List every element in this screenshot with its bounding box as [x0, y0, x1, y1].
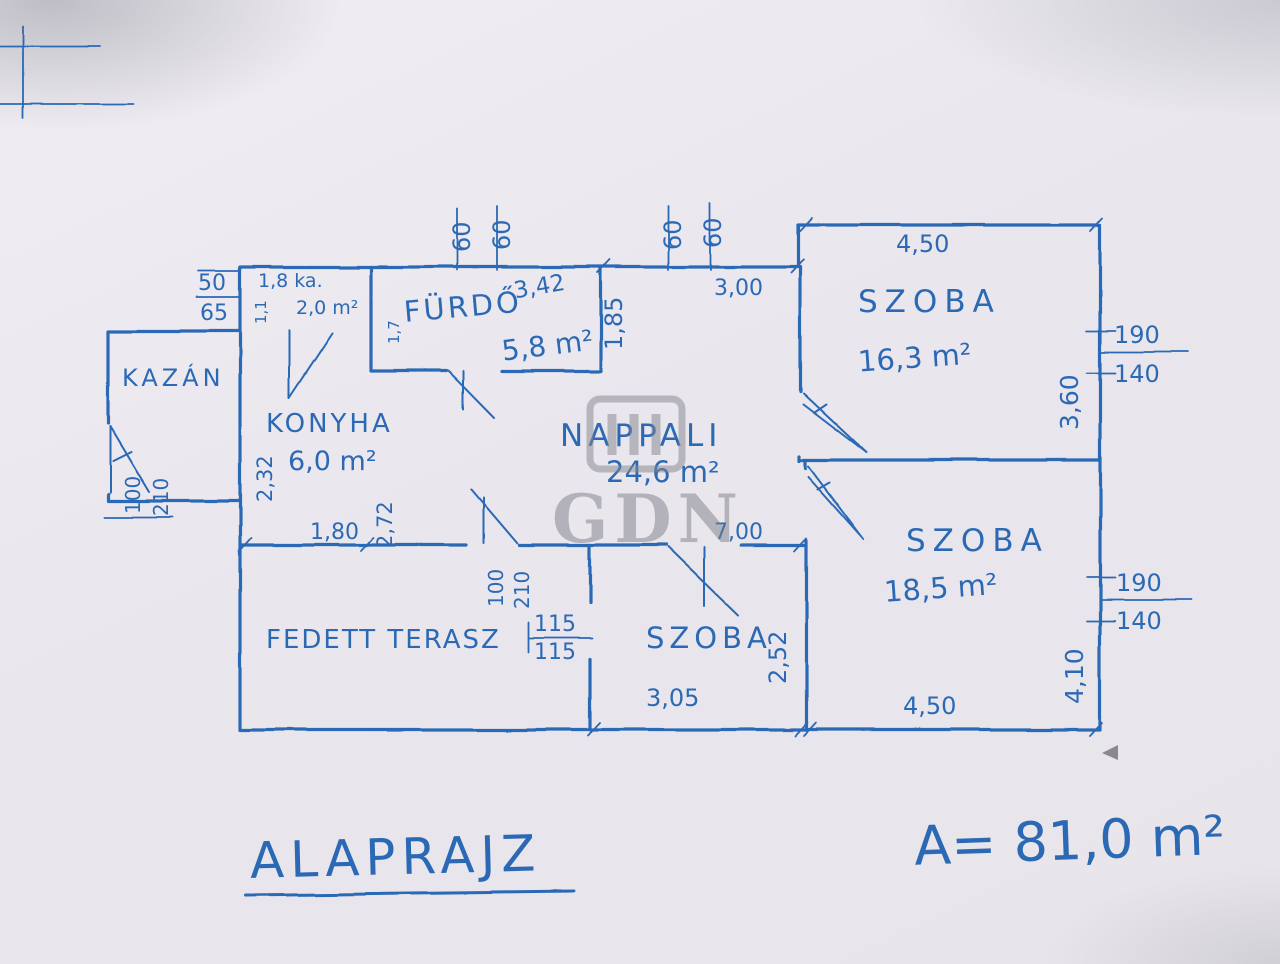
area-label-konyha: 6,0 m²: [288, 446, 377, 477]
dim-hall-depth: 2,72: [373, 501, 397, 548]
dim-wall-a: 50: [198, 271, 226, 296]
dim-door2-h: 210: [510, 571, 534, 609]
room-label-furdo: FÜRDŐ: [402, 285, 523, 329]
dim-szoba-bm-width: 3,05: [646, 684, 699, 712]
dimension-lines: [195, 217, 1103, 897]
door-szoba-bottom-right: [808, 465, 865, 540]
gdn-logo-icon: [586, 395, 686, 473]
dim-win60-d: 60: [699, 217, 727, 248]
dim-furdo-depth: 1,85: [600, 297, 628, 350]
dim-szoba-bm-depth: 2,52: [764, 631, 792, 684]
ruler-artifact: [0, 25, 134, 119]
text-labels: KAZÁN KONYHA 6,0 m² FÜRDŐ 5,8 m² NAPPALI…: [121, 217, 1226, 889]
dim-win60-b: 60: [488, 219, 516, 250]
door-szoba-bottom: [667, 546, 740, 617]
gdn-watermark: GDN: [552, 395, 744, 558]
gdn-logo-columns: [607, 414, 661, 455]
dim-door3-b: 115: [534, 640, 576, 665]
dim-furdo-width: 3,42: [512, 270, 567, 304]
scan-artifact: [1102, 745, 1118, 760]
area-label-furdo: 5,8 m²: [500, 324, 595, 368]
room-label-kazan: KAZÁN: [122, 363, 225, 392]
door-entry: [288, 330, 333, 399]
area-label-szoba-bottom-right: 18,5 m²: [883, 567, 999, 609]
gdn-watermark-text: GDN: [552, 480, 744, 558]
door-swings: [109, 330, 867, 617]
door-szoba-top-right: [802, 392, 867, 453]
total-area-label: A= 81,0 m²: [913, 804, 1226, 878]
dim-szoba-tr-width: 4,50: [896, 230, 949, 258]
walls: [106, 223, 1102, 732]
dim-konyha-depth: 2,32: [253, 455, 277, 502]
dim-small-b: 1,7: [385, 320, 403, 344]
dim-konyha-width: 1,80: [310, 520, 359, 545]
room-label-szoba-bottom-middle: SZOBA: [646, 621, 772, 655]
door-kazan: [109, 426, 150, 493]
dim-szoba-br-width: 4,50: [903, 692, 956, 720]
dim-win60-a: 60: [448, 221, 476, 252]
dim-nappali-window: 3,00: [714, 276, 763, 301]
room-label-terasz: FEDETT TERASZ: [266, 625, 501, 655]
room-label-szoba-top-right: SZOBA: [858, 284, 1001, 320]
dim-house-width: 7,00: [714, 520, 763, 545]
room-label-szoba-bottom-right: SZOBA: [906, 523, 1049, 559]
dim-szoba-br-depth: 4,10: [1060, 648, 1089, 704]
dim-door1-h: 210: [149, 478, 173, 516]
dim-szoba-tr-depth: 3,60: [1055, 374, 1084, 430]
door-terasz: [470, 488, 518, 544]
dim-window-r1-bottom: 140: [1114, 360, 1160, 388]
dim-window-r2-bottom: 140: [1116, 607, 1162, 635]
area-label-szoba-top-right: 16,3 m²: [857, 337, 973, 379]
entry-label: 1,8 ka.: [258, 270, 323, 292]
door-furdo: [447, 370, 495, 419]
drawing-title: ALAPRAJZ: [249, 824, 542, 890]
dim-window-r2-top: 190: [1116, 569, 1162, 597]
dim-window-r1-top: 190: [1114, 321, 1160, 349]
dim-door3-a: 115: [534, 612, 576, 637]
room-label-konyha: KONYHA: [266, 409, 393, 439]
entry-area-label: 2,0 m²: [296, 297, 358, 319]
room-label-nappali: NAPPALI: [560, 418, 722, 454]
dim-door2-w: 100: [484, 569, 508, 607]
dim-wall-b: 65: [200, 301, 228, 326]
window-marks: [103, 203, 1193, 622]
dim-small-a: 1,1: [252, 300, 270, 324]
dim-win60-c: 60: [659, 219, 687, 250]
dim-door1-w: 100: [121, 476, 145, 514]
